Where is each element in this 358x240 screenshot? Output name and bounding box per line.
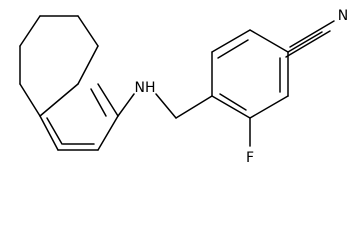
saturated-ring [19, 15, 99, 117]
aromatic-ring-right [211, 29, 289, 119]
amine-linker [117, 93, 213, 119]
chemical-structure-diagram: N NH F [19, 8, 348, 166]
nitrile-group [285, 20, 335, 58]
fluorine-label: F [246, 150, 254, 166]
nitrogen-nitrile-label: N [338, 8, 348, 24]
aromatic-ring-left [39, 45, 119, 151]
amine-nh-label: NH [135, 80, 156, 96]
